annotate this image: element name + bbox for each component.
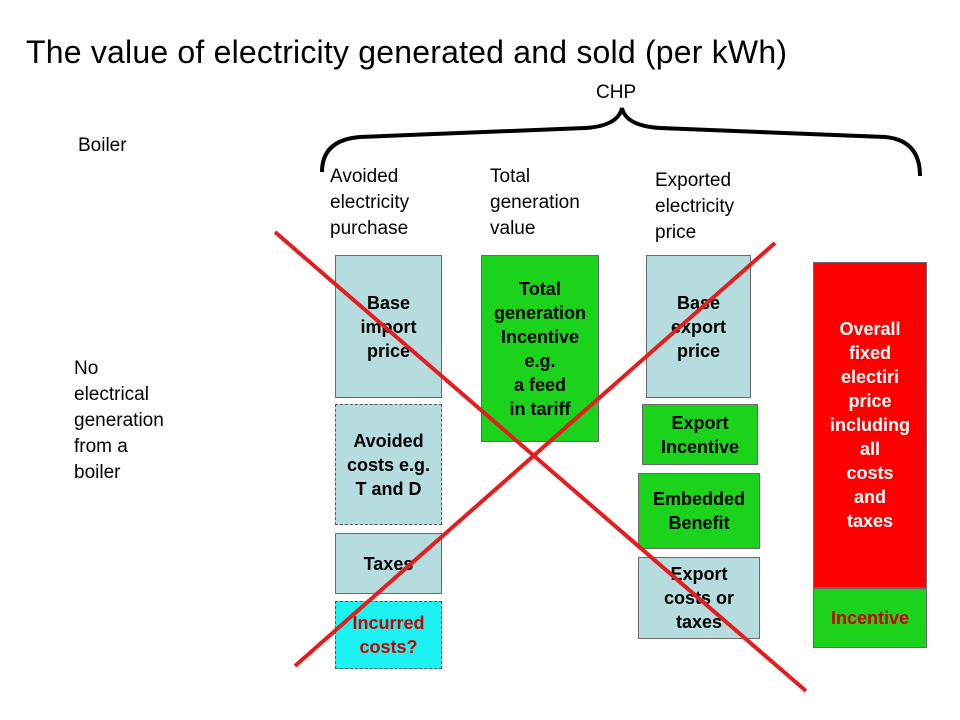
avoided-costs-box: Avoided costs e.g. T and D: [335, 404, 442, 525]
total-generation-incentive-box: Total generation Incentive e.g. a feed i…: [481, 255, 599, 442]
page-title: The value of electricity generated and s…: [26, 34, 788, 70]
incurred-costs-box: Incurred costs?: [335, 601, 442, 669]
boiler-label: Boiler: [78, 135, 127, 156]
overall-incentive-box: Incentive: [813, 588, 927, 648]
avoided-purchase-header: Avoided electricity purchase: [330, 166, 410, 239]
chp-label: CHP: [596, 82, 637, 103]
base-import-price-box: Base import price: [335, 255, 442, 398]
total-generation-header: Total generation value: [490, 166, 580, 239]
export-costs-box: Export costs or taxes: [638, 557, 760, 639]
base-export-price-box: Base export price: [646, 255, 751, 398]
export-incentive-box: Export Incentive: [642, 404, 758, 465]
embedded-benefit-box: Embedded Benefit: [638, 473, 760, 549]
exported-price-header: Exported electricity price: [655, 170, 735, 243]
overall-fixed-price-box: Overall fixed electiri price including a…: [813, 262, 927, 588]
taxes-box: Taxes: [335, 533, 442, 594]
no-generation-text: No electrical generation from a boiler: [74, 358, 164, 483]
